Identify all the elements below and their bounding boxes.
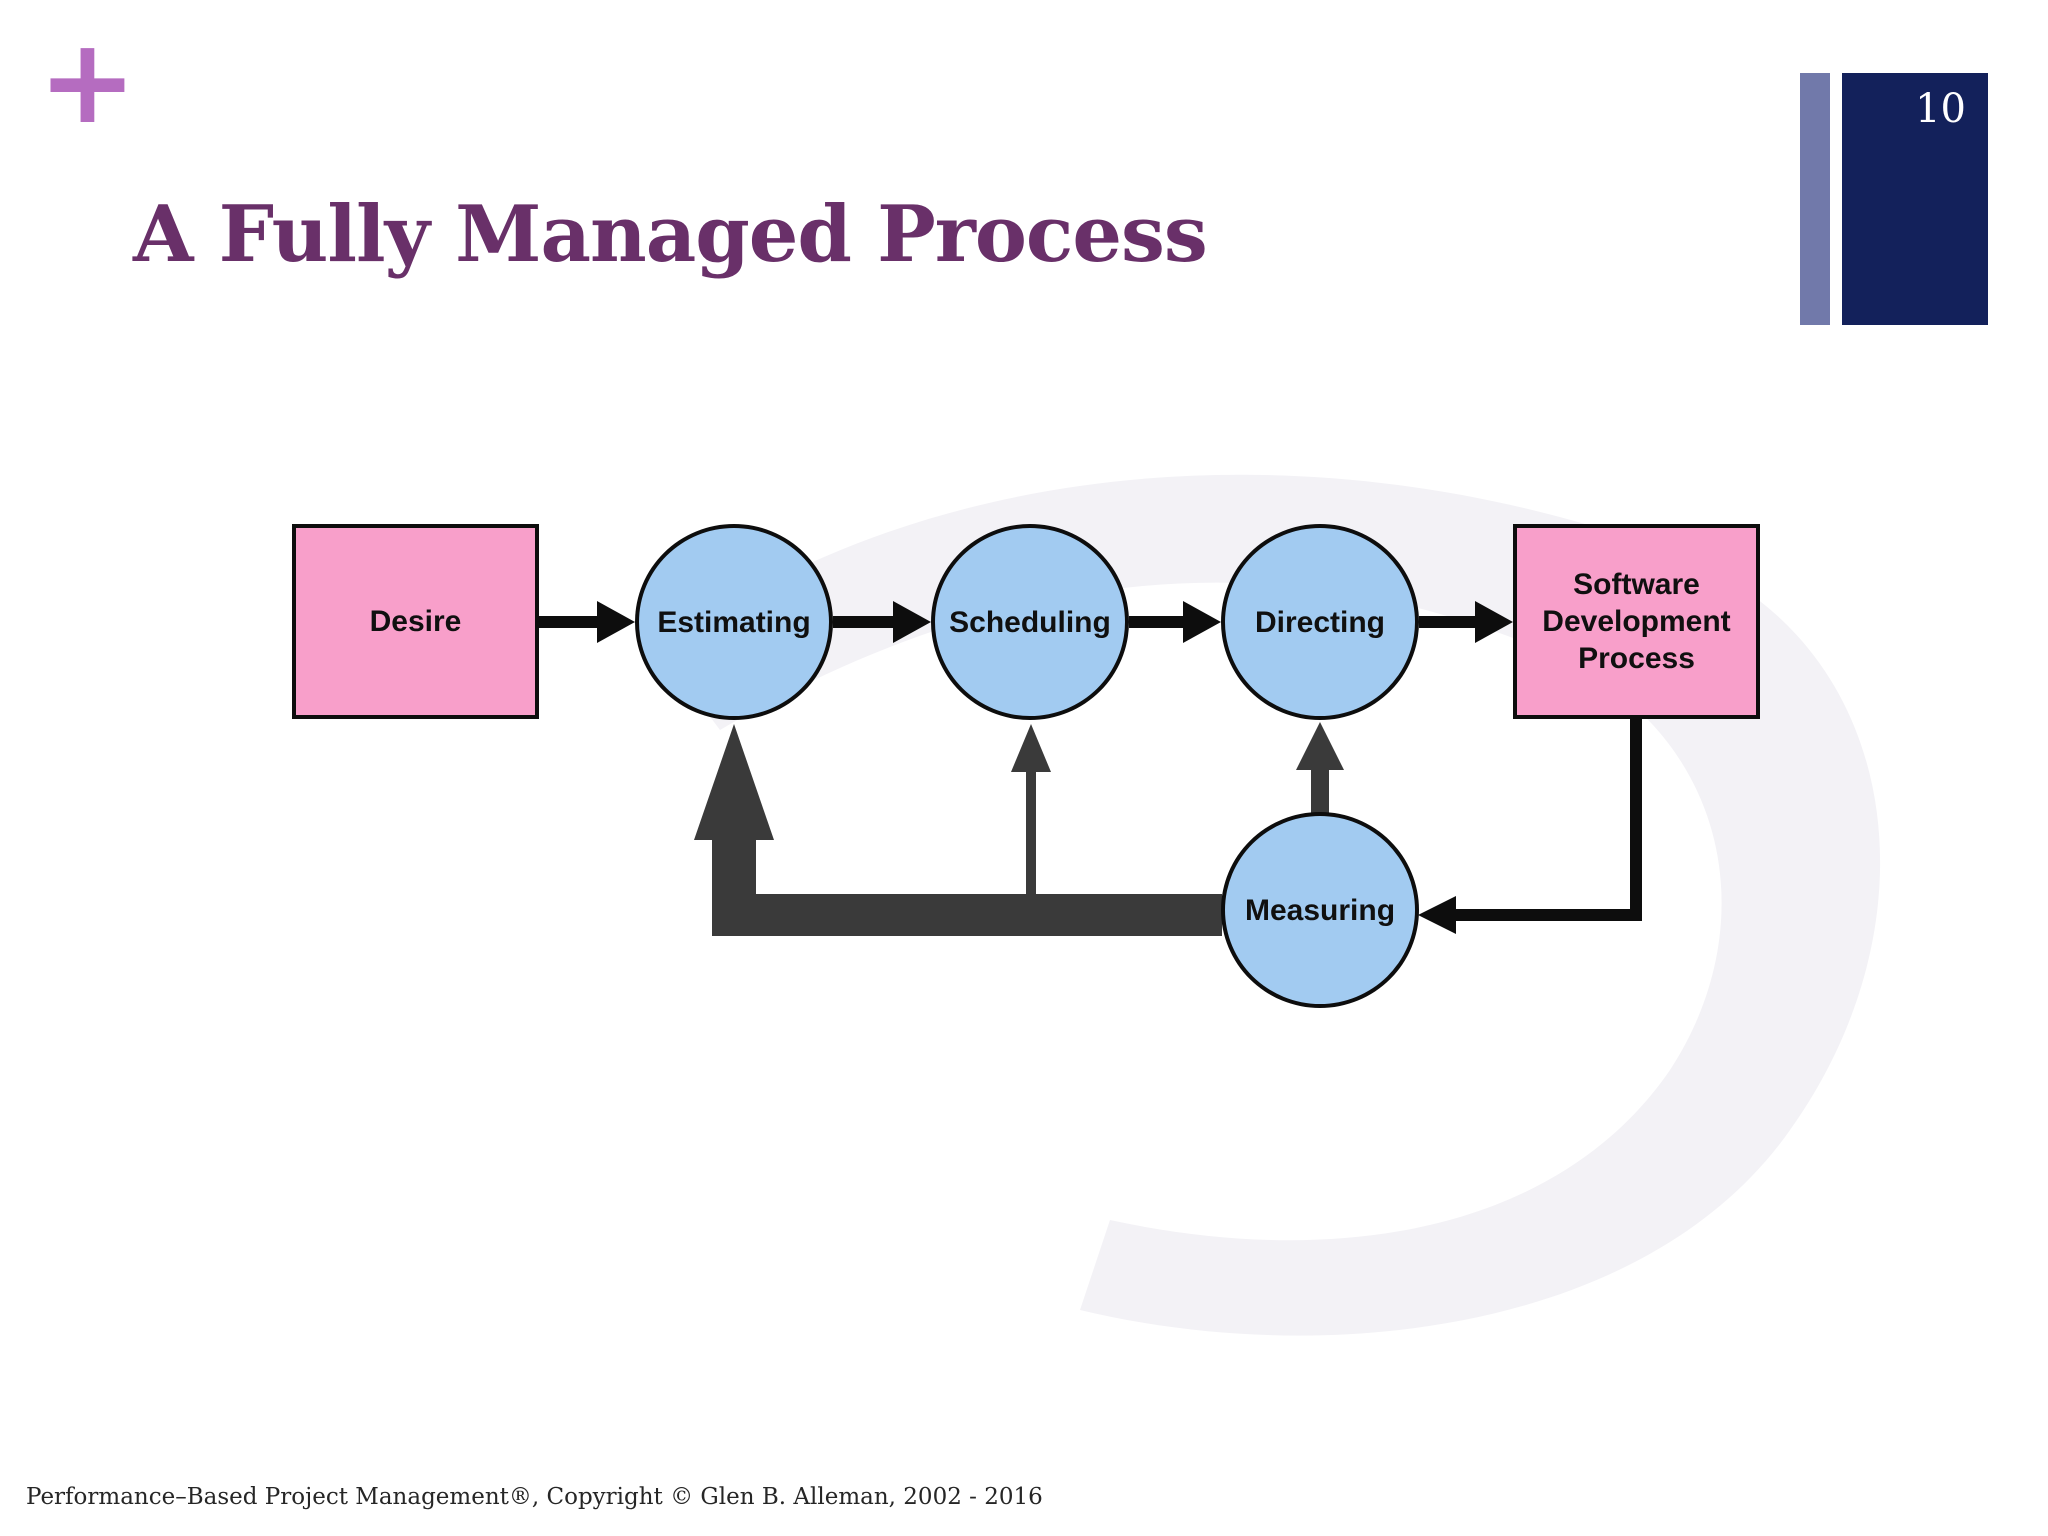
node-measuring-label: Measuring	[1244, 893, 1396, 927]
arrow-scheduling-to-directing	[1129, 601, 1221, 643]
node-estimating-label: Estimating	[657, 605, 811, 639]
arrow-sdp-to-measuring	[1418, 719, 1642, 934]
node-scheduling: Scheduling	[931, 524, 1129, 720]
arrow-estimating-to-scheduling	[833, 601, 931, 643]
copyright-footer: Performance–Based Project Management®, C…	[26, 1484, 1043, 1510]
arrow-desire-to-estimating	[539, 601, 635, 643]
page-number: 10	[1915, 86, 1966, 132]
page-number-accent-bar	[1800, 73, 1830, 325]
arrow-directing-to-sdp	[1419, 601, 1513, 643]
node-desire-label: Desire	[369, 605, 462, 638]
node-software-development-process: Software Development Process	[1513, 524, 1760, 719]
node-measuring: Measuring	[1221, 812, 1419, 1008]
node-directing-label: Directing	[1254, 605, 1386, 639]
node-directing: Directing	[1221, 524, 1419, 720]
node-estimating: Estimating	[635, 524, 833, 720]
node-sdp-label: Software Development Process	[1542, 568, 1731, 675]
plus-icon: +	[38, 12, 137, 150]
arrow-measuring-feedback-loop	[694, 724, 1222, 936]
arrow-measuring-to-directing	[1296, 722, 1344, 816]
page-number-block: 10	[1842, 73, 1988, 325]
page-title: A Fully Managed Process	[133, 189, 1208, 281]
node-desire: Desire	[292, 524, 539, 719]
node-scheduling-label: Scheduling	[949, 605, 1111, 639]
